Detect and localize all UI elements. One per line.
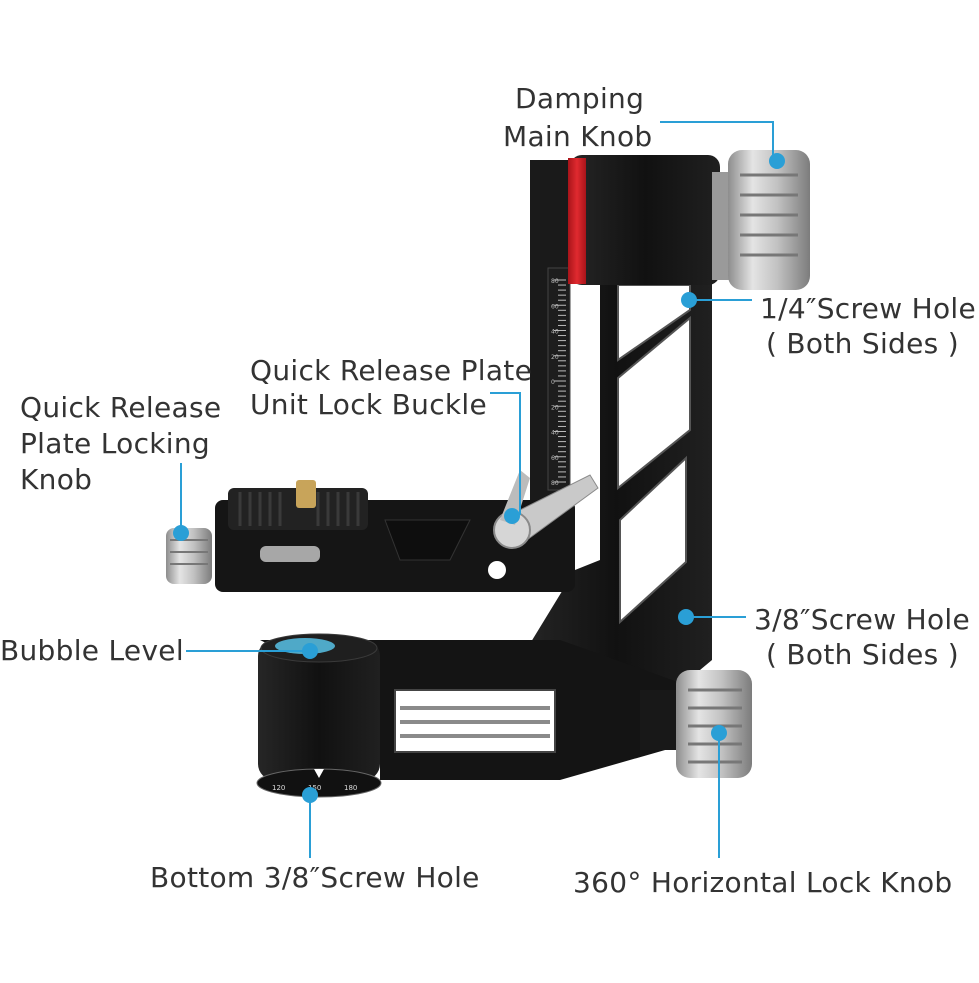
unit-lock-buckle (493, 470, 599, 549)
scale-tick-label: 20 (551, 354, 559, 361)
quick-release-clamp (166, 480, 575, 592)
scale-tick-label: 60 (551, 303, 559, 310)
scale-tick-label: 80 (551, 480, 559, 487)
label-locking-knob-line1: Quick Release (20, 391, 222, 424)
label-horizontal-lock-knob: 360° Horizontal Lock Knob (573, 866, 953, 899)
damping-head (568, 150, 810, 290)
dial-tick-label: 120 (272, 784, 285, 792)
label-three-eighths-line2: ( Both Sides ) (766, 638, 959, 671)
bracket-window (619, 455, 687, 625)
label-quarter-screw-line1: 1/4″Screw Hole (760, 292, 977, 325)
label-three-eighths-line1: 3/8″Screw Hole (754, 603, 971, 636)
dial-tick-label: 150 (308, 784, 321, 792)
red-damping-ring (568, 158, 586, 284)
scale-tick-label: 40 (551, 430, 559, 437)
label-bottom-screw-hole: Bottom 3/8″Screw Hole (150, 861, 480, 894)
label-damping-line1: Damping (515, 82, 645, 115)
label-damping-line2: Main Knob (503, 120, 653, 153)
leader-lines (180, 121, 774, 858)
label-quarter-screw-line2: ( Both Sides ) (766, 327, 959, 360)
label-buckle-line2: Unit Lock Buckle (250, 388, 488, 421)
scale-tick-label: 60 (551, 455, 559, 462)
label-locking-knob-line2: Plate Locking (20, 427, 210, 460)
plate-locking-knob (166, 528, 212, 584)
callout-markers (173, 153, 785, 803)
label-buckle-line1: Quick Release Plate (250, 354, 533, 387)
scale-tick-label: 20 (551, 404, 559, 411)
scale-tick-label: 0 (551, 379, 555, 386)
angle-scale: 80 60 40 20 0 20 40 60 80 (551, 278, 566, 487)
quick-release-plate (228, 488, 368, 530)
side-bracket (520, 255, 712, 720)
label-locking-knob-line3: Knob (20, 463, 93, 496)
bracket-window (617, 315, 691, 491)
dial-tick-label: 180 (344, 784, 357, 792)
mount-screw (296, 480, 316, 508)
scale-tick-label: 80 (551, 278, 559, 285)
label-bubble-level: Bubble Level (0, 634, 184, 667)
damping-main-knob (728, 150, 810, 290)
scale-tick-label: 40 (551, 329, 559, 336)
horizontal-lock-knob (676, 670, 752, 778)
base-dial-scale: 120 150 180 (272, 784, 357, 792)
